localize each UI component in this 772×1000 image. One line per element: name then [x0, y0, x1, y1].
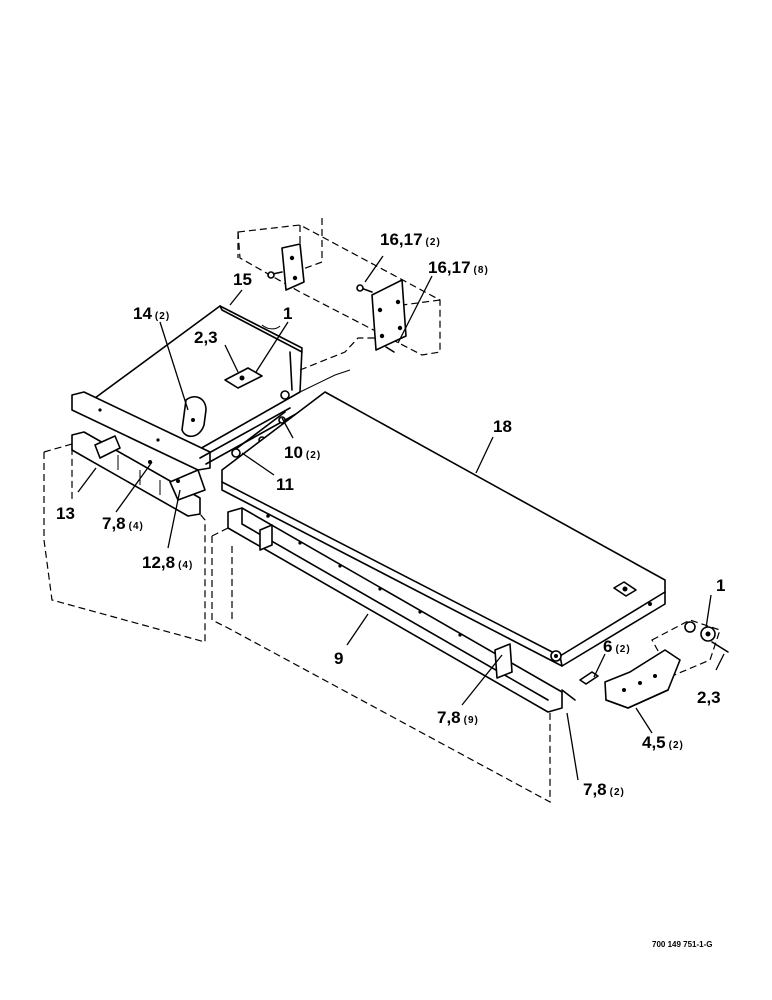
callout-2-3-right: 2,3: [697, 688, 721, 707]
callout-13: 13: [56, 504, 75, 523]
callout-16-17-top: 16,17(2): [380, 230, 441, 249]
callout-16-17-right: 16,17(8): [428, 258, 489, 277]
callout-10: 10(2): [284, 443, 321, 462]
callout-15: 15: [233, 270, 252, 289]
callout-1-right: 1: [716, 576, 725, 595]
callout-14: 14(2): [133, 304, 170, 323]
callout-12-8: 12,8(4): [142, 553, 193, 572]
leader-lines: [77, 255, 725, 781]
right-end-bracket: [561, 619, 729, 709]
main-shield-panel: [221, 391, 666, 667]
callout-7-8-left: 7,8(4): [102, 514, 144, 533]
callout-2-3-top: 2,3: [194, 328, 218, 347]
callout-7-8-middle: 7,8(9): [437, 708, 479, 727]
callout-1-top: 1: [283, 304, 292, 323]
frame-mount-bracket: [237, 218, 441, 356]
callout-labels: 16,17(2) 16,17(8) 15 14(2) 1 2,3 18 10(2…: [56, 230, 725, 799]
callout-7-8-bottom: 7,8(2): [583, 780, 625, 799]
callout-6: 6(2): [603, 637, 631, 656]
callout-4-5: 4,5(2): [642, 733, 684, 752]
long-channel-strip: [211, 507, 563, 804]
callout-11: 11: [276, 475, 294, 494]
document-number: 700 149 751-1-G: [652, 940, 713, 949]
callout-18: 18: [493, 417, 512, 436]
left-shield-strips: [43, 391, 211, 643]
callout-9: 9: [334, 649, 343, 668]
